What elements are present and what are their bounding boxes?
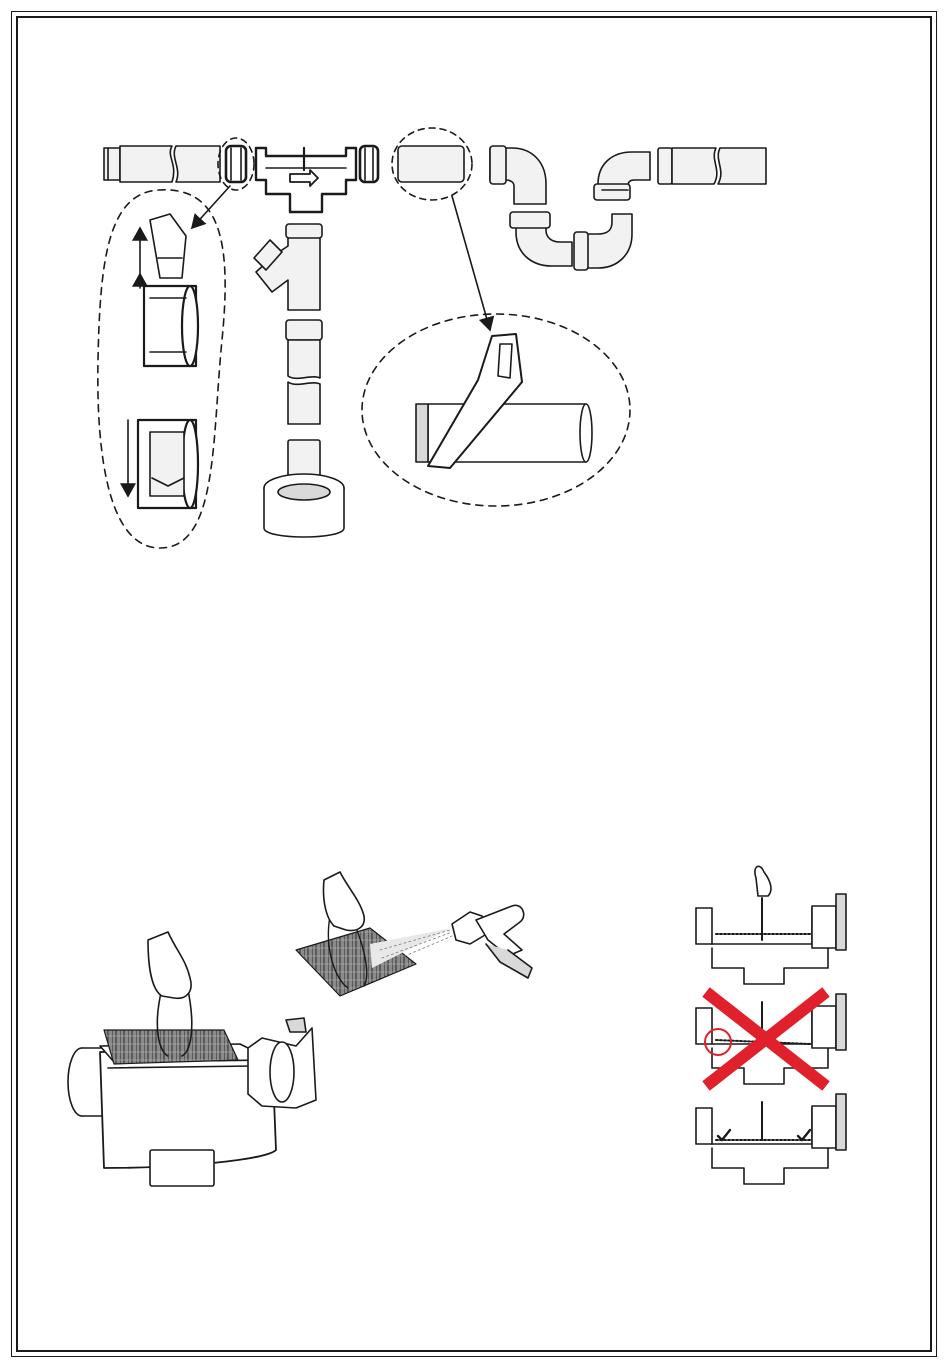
filter-removal-and-rinsing [66,872,532,1188]
outlet-pipe-right [658,148,766,184]
placement-step-2-incorrect [696,992,846,1086]
filter-housing-top [256,148,356,212]
drain-branch [254,224,344,537]
placement-step-1 [696,866,846,984]
placement-step-3-correct [696,1094,846,1184]
hand-lifting-filter [148,932,191,998]
filter-placement-check [696,866,846,1184]
outlet-pipe-piece [398,146,464,182]
sealing-ring-left [226,146,246,182]
gasket-detail-callout [98,186,230,548]
pipe-assembly-diagram [98,128,766,548]
inlet-pipe [104,146,220,182]
sealing-ring-right [360,146,378,182]
filter-grid-rinsing [296,928,416,996]
checkmark-icon-right [798,1130,810,1140]
filter-grid [104,1030,238,1064]
elbow-fittings [490,146,650,270]
checkmark-icon-left [718,1130,730,1140]
